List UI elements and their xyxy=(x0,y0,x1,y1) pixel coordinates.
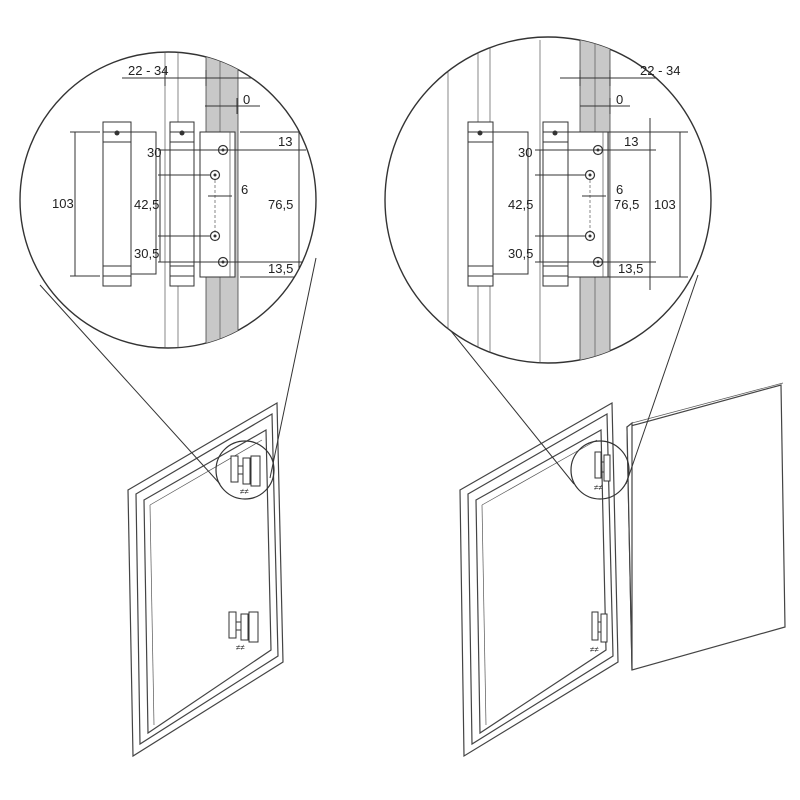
right-dimension-labels: 22 - 34 0 13 30 42,5 30,5 6 76,5 103 13,… xyxy=(508,63,680,276)
right-detail-content xyxy=(447,39,690,363)
dim-lower: 30,5 xyxy=(134,246,159,261)
left-dimension-labels: 22 - 34 0 13 103 30 42,5 30,5 6 76,5 13,… xyxy=(52,63,293,276)
dim-middle: 42,5 xyxy=(508,197,533,212)
dim-hinge-height: 103 xyxy=(52,196,74,211)
dim-edge: 6 xyxy=(241,182,248,197)
dim-middle: 42,5 xyxy=(134,197,159,212)
left-lower-hinge-small: ≠≠ xyxy=(228,611,259,652)
left-zoom-source-circle xyxy=(215,440,275,500)
dim-bottom-offset: 13,5 xyxy=(618,261,643,276)
dim-hole-spacing: 76,5 xyxy=(614,197,639,212)
right-door-frame xyxy=(459,401,619,758)
dim-top-offset: 13 xyxy=(624,134,638,149)
left-detail-content xyxy=(70,52,306,348)
svg-text:≠≠: ≠≠ xyxy=(236,643,245,652)
left-zoom-leader-line xyxy=(39,284,221,485)
right-lower-hinge-small: ≠≠ xyxy=(590,611,608,654)
dim-hole-spacing: 76,5 xyxy=(268,197,293,212)
dim-upper: 30 xyxy=(147,145,161,160)
dim-upper: 30 xyxy=(518,145,532,160)
right-upper-hinge-small: ≠≠ xyxy=(594,451,611,492)
dim-bottom-offset: 13,5 xyxy=(268,261,293,276)
dim-zero: 0 xyxy=(243,92,250,107)
right-door-panel xyxy=(626,382,786,671)
svg-text:≠≠: ≠≠ xyxy=(240,487,249,496)
dim-gap: 22 - 34 xyxy=(640,63,680,78)
dim-gap: 22 - 34 xyxy=(128,63,168,78)
dim-top-offset: 13 xyxy=(278,134,292,149)
dim-lower: 30,5 xyxy=(508,246,533,261)
svg-text:≠≠: ≠≠ xyxy=(594,483,603,492)
dim-edge: 6 xyxy=(616,182,623,197)
right-zoom-leader-line xyxy=(625,274,699,485)
left-zoom-leader-line xyxy=(269,257,317,479)
dim-zero: 0 xyxy=(616,92,623,107)
left-upper-hinge-small: ≠≠ xyxy=(230,455,261,496)
left-door-frame xyxy=(127,401,284,758)
dim-hinge-height: 103 xyxy=(654,197,676,212)
left-detail-circle xyxy=(19,51,317,349)
svg-text:≠≠: ≠≠ xyxy=(590,645,599,654)
right-zoom-source-circle xyxy=(570,440,630,500)
